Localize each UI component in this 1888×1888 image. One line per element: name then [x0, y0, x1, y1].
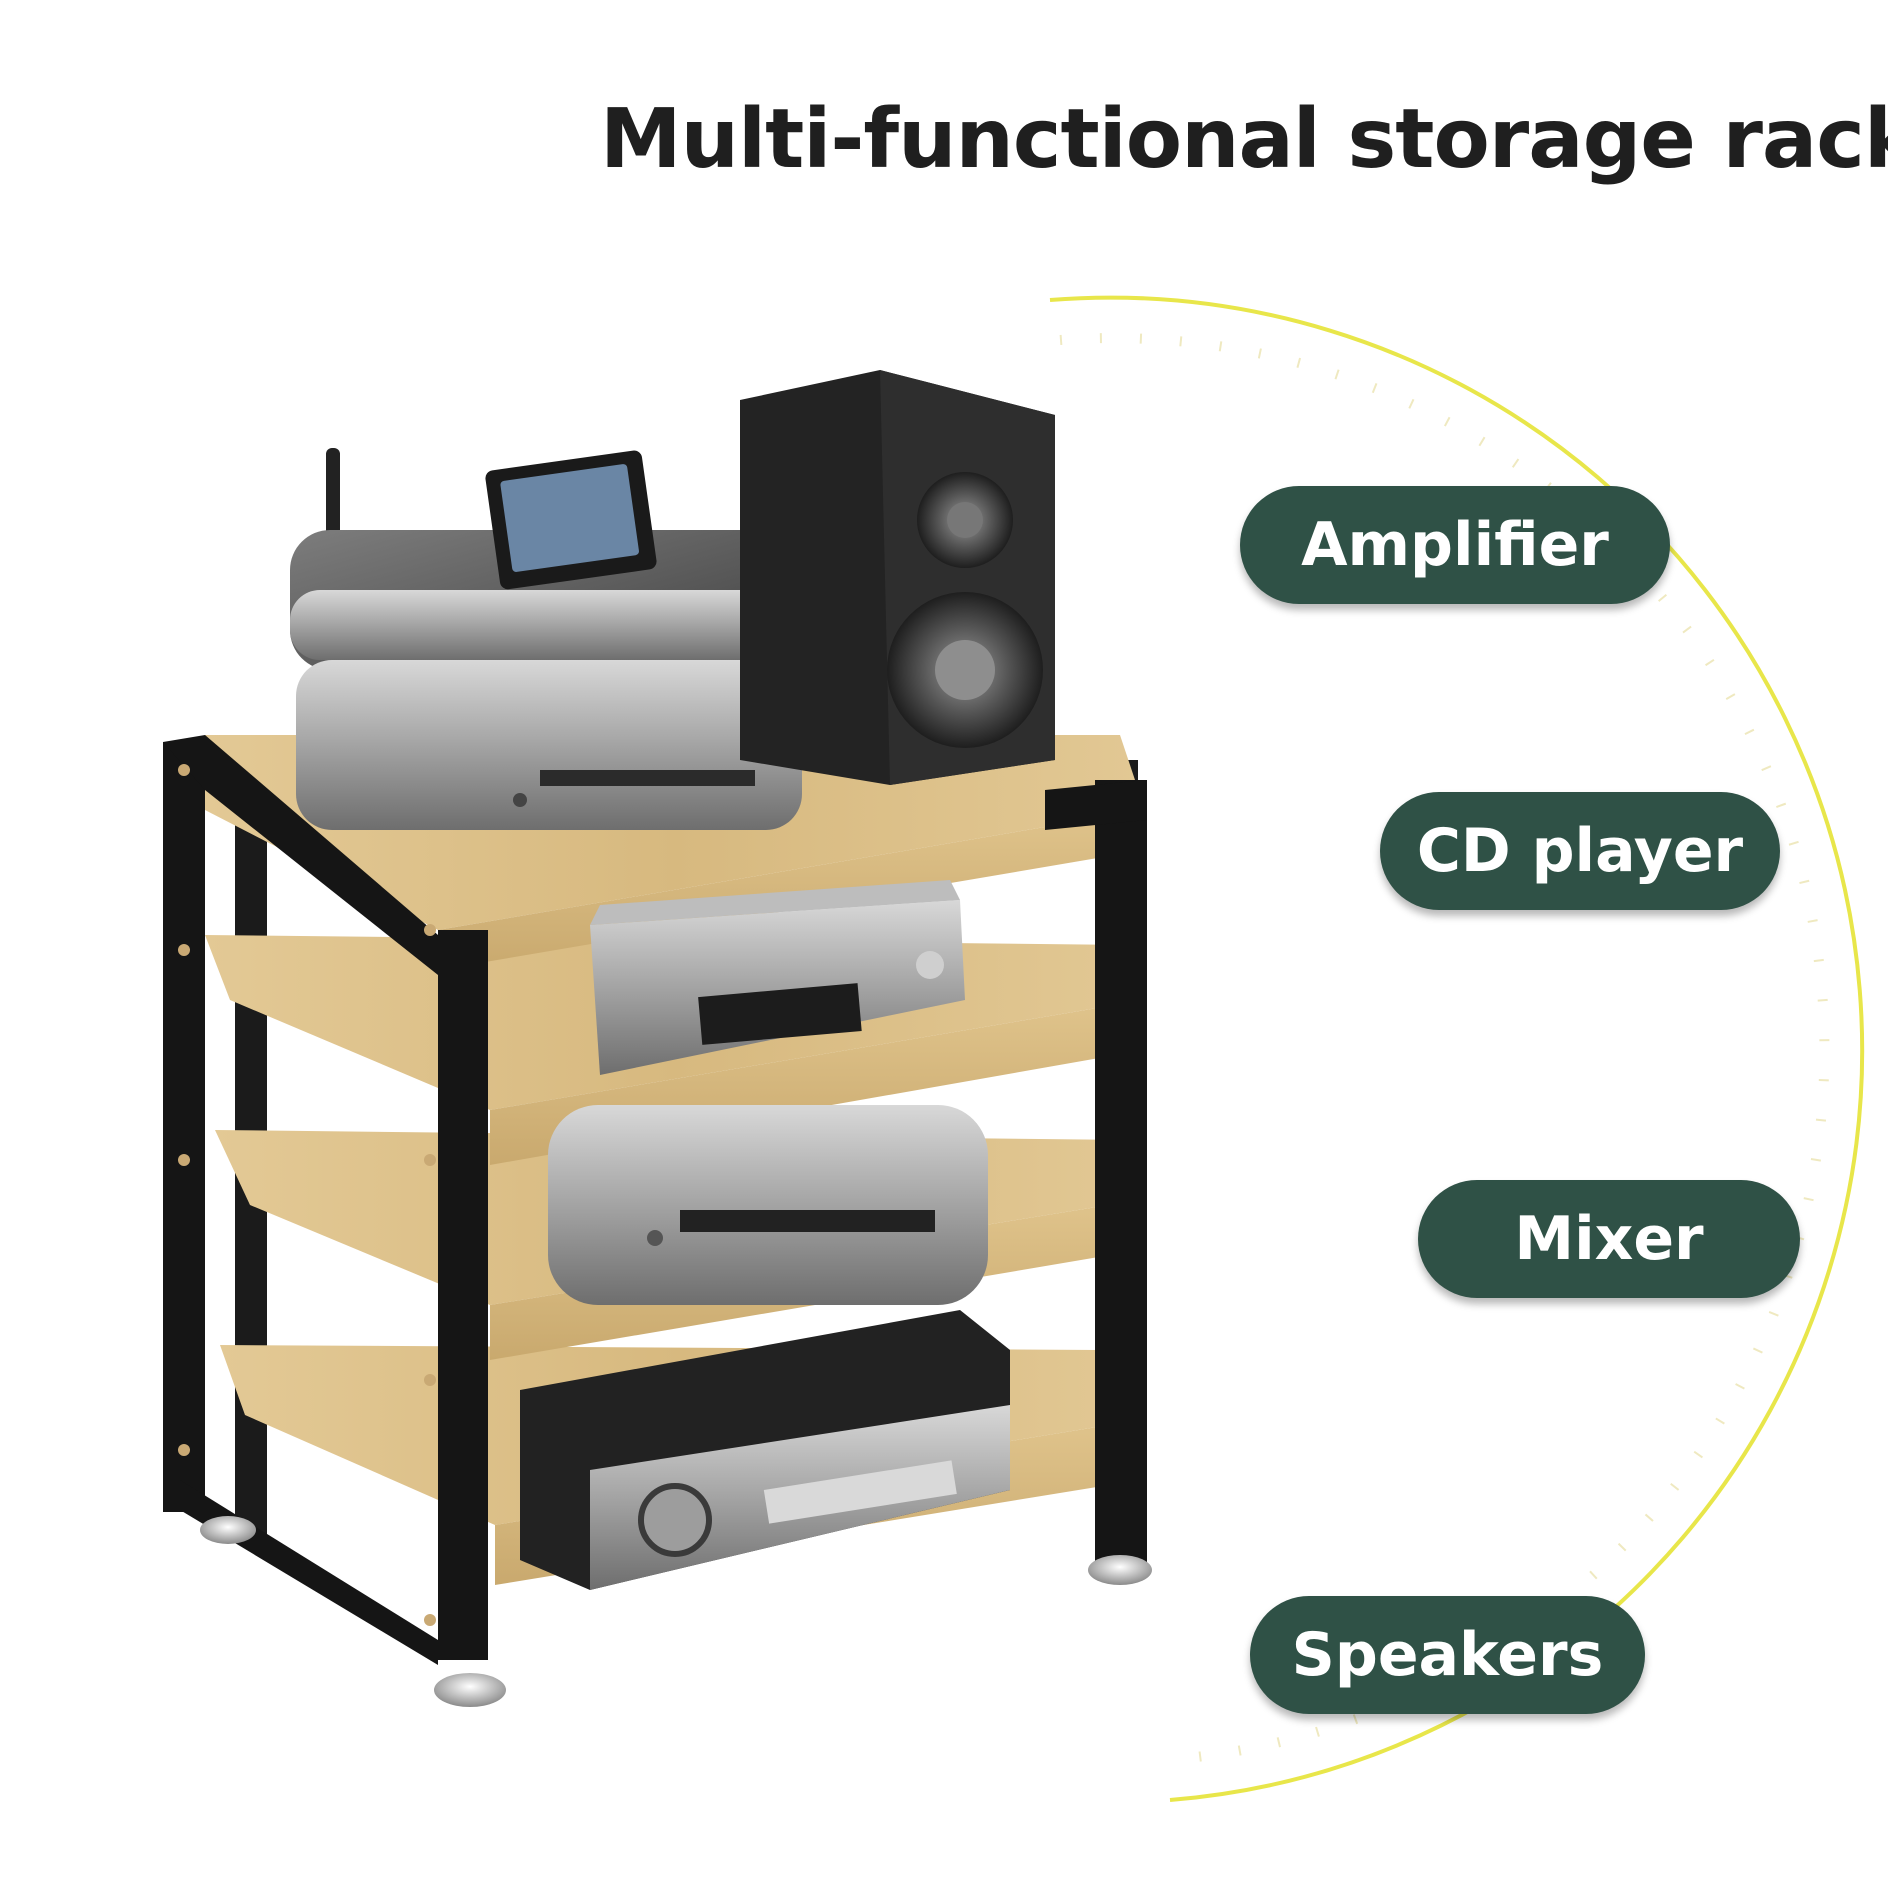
- bookshelf-speaker: [740, 370, 1055, 785]
- amplifier-label: Amplifier: [1240, 486, 1670, 604]
- cd-player-label-text: CD player: [1416, 816, 1744, 886]
- rack-bolts: [178, 764, 436, 1626]
- cd-player-label: CD player: [1380, 792, 1780, 910]
- mixer-label-text: Mixer: [1514, 1204, 1704, 1274]
- page-title: Multi-functional storage rack: [600, 92, 1888, 187]
- mixer-label: Mixer: [1418, 1180, 1800, 1298]
- network-streamer: [290, 448, 800, 670]
- amplifier-label-text: Amplifier: [1301, 510, 1609, 580]
- speakers-label-text: Speakers: [1291, 1620, 1604, 1690]
- silver-disc-player: [548, 1105, 988, 1305]
- av-receiver: [520, 1310, 1010, 1590]
- cd-transport-top: [296, 660, 802, 830]
- cd-player-unit: [590, 880, 965, 1075]
- speakers-label: Speakers: [1250, 1596, 1645, 1714]
- rack-feet: [200, 1516, 1152, 1707]
